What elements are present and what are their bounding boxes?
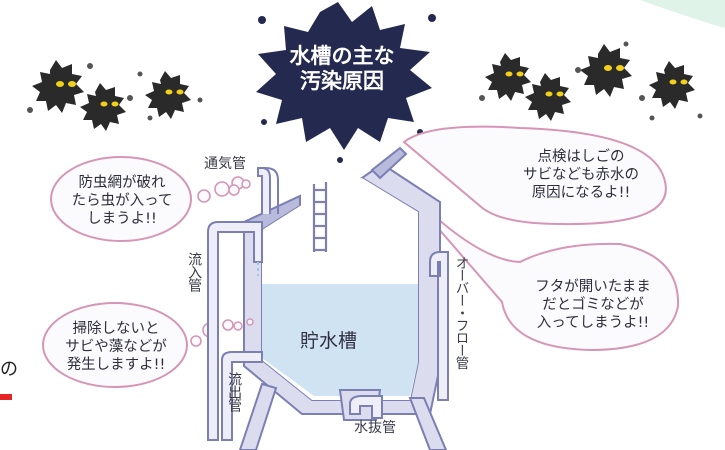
cutoff-text: の: [0, 359, 18, 380]
water-tank: [238, 162, 448, 450]
germ-icon: [649, 61, 695, 109]
tank-lid: [370, 146, 408, 180]
germ-icon: [145, 71, 191, 119]
bubble-lid: [385, 167, 680, 352]
bubble-line: フタが開いたまま: [535, 279, 651, 295]
bubble-line: サビや藻などが: [65, 339, 167, 356]
title-burst: [256, 2, 432, 150]
title-line-2: 汚染原因: [300, 69, 384, 94]
germ-dots: [479, 41, 703, 121]
outflow-pipe: [221, 351, 263, 441]
bubble-ladder: [402, 125, 667, 226]
tank-water: [262, 284, 418, 396]
overflow-pipe-label: オーバー・フロー管: [452, 256, 469, 369]
bubble-line: 点検はしごの: [537, 149, 625, 165]
tank-label: 貯水槽: [300, 330, 358, 352]
outflow-pipe-label: 流出管: [226, 372, 243, 411]
title-dots: [258, 14, 436, 163]
germ-icon: [525, 73, 571, 121]
germ-icon: [32, 60, 84, 113]
bubble-line: 発生しますよ!!: [66, 357, 166, 374]
bubble-ladder-text: 点検はしごの サビなども赤水の 原因になるよ!!: [506, 148, 656, 202]
air-bubbles: [228, 179, 254, 331]
bubble-lid-text: フタが開いたまま だとゴミなどが 入ってしまうよ!!: [514, 278, 672, 332]
germ-icon: [580, 44, 632, 97]
overflow-pipe: [429, 251, 449, 401]
drain-pipe-label: 水抜管: [354, 420, 396, 436]
bubble-insect-net-text: 防虫網が破れ たら虫が入って しまうよ!!: [60, 174, 184, 228]
bubble-line: 掃除しないと: [72, 321, 160, 337]
cutoff-red-mark: [0, 394, 12, 400]
diagram-title: 水槽の主な 汚染原因: [282, 44, 402, 94]
germ-icon: [80, 83, 126, 131]
bubble-line: しまうよ!!: [87, 211, 157, 228]
bubble-cleaning-text: 掃除しないと サビや藻などが 発生しますよ!!: [52, 320, 180, 374]
bubble-line: だとゴミなどが: [542, 297, 644, 314]
inflow-pipe-label: 流入管: [186, 252, 203, 291]
bubble-line: 原因になるよ!!: [531, 185, 631, 202]
bubble-line: 入ってしまうよ!!: [536, 315, 650, 332]
inspection-ladder: [312, 182, 328, 252]
bubble-cleaning: [42, 302, 234, 388]
drain-pipe: [349, 395, 383, 419]
inflow-pipe: [207, 221, 263, 441]
bubble-line: サビなども赤水の: [523, 167, 639, 184]
vent-pipe: [257, 167, 271, 214]
vent-pipe-label: 通気管: [204, 156, 246, 172]
bubble-line: たら虫が入って: [71, 193, 173, 210]
corner-decoration: [640, 0, 725, 28]
germ-icon: [485, 53, 531, 101]
bubble-line: 防虫網が破れ: [78, 175, 166, 191]
germ-dots: [27, 63, 203, 121]
title-line-1: 水槽の主な: [289, 44, 395, 68]
